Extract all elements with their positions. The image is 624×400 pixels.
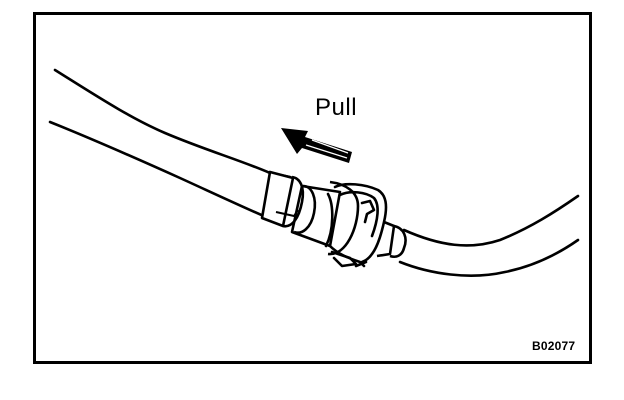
pull-direction-arrow-icon xyxy=(281,128,352,163)
right-hose-icon xyxy=(398,194,580,277)
figure-code: B02077 xyxy=(532,339,576,353)
hose-collar-icon xyxy=(260,170,305,228)
retainer-clip-icon xyxy=(324,182,388,268)
pipe-stub-icon xyxy=(376,220,407,259)
left-hose-icon xyxy=(48,68,292,225)
pull-instruction-label: Pull xyxy=(315,94,358,121)
